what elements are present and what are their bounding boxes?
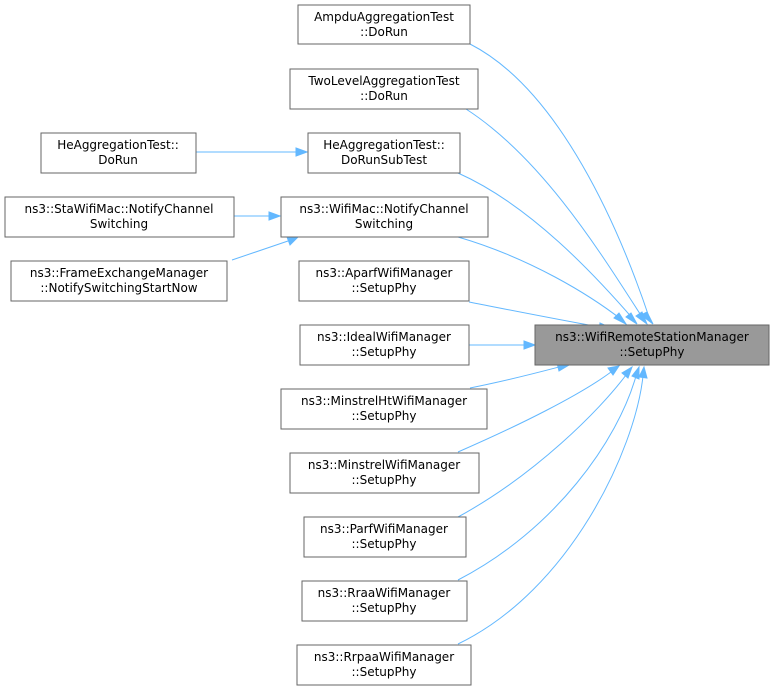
node-target-line2: ::SetupPhy: [620, 345, 685, 359]
node-he-dorun[interactable]: HeAggregationTest:: DoRun: [40, 132, 197, 174]
node-rraa-line2: ::SetupPhy: [352, 601, 417, 615]
node-parf-line1: ns3::ParfWifiManager: [320, 522, 448, 536]
node-frameexchangemanager-notifyswitchingstartnow[interactable]: ns3::FrameExchangeManager ::NotifySwitch…: [10, 260, 228, 302]
node-he-dorun-line1: HeAggregationTest::: [57, 138, 179, 152]
node-ideal-line2: ::SetupPhy: [352, 345, 417, 359]
node-rraa-setupphy[interactable]: ns3::RraaWifiManager ::SetupPhy: [301, 580, 468, 622]
edge-parf-to-target: [457, 365, 633, 518]
node-minstrelht-line2: ::SetupPhy: [352, 409, 417, 423]
edge-hesubtest-to-target: [457, 172, 638, 325]
node-minstrel-line1: ns3::MinstrelWifiManager: [308, 458, 460, 472]
node-wifimac-notifychannelswitching[interactable]: ns3::WifiMac::NotifyChannel Switching: [280, 196, 489, 238]
node-wifimac-line2: Switching: [355, 217, 413, 231]
edge-frameexchange-to-wifimac: [231, 236, 300, 261]
node-he-subtest-line1: HeAggregationTest::: [323, 138, 445, 152]
node-parf-line2: ::SetupPhy: [352, 537, 417, 551]
edge-ampdu-to-target: [469, 43, 654, 325]
node-he-dorunsubtest[interactable]: HeAggregationTest:: DoRunSubTest: [307, 132, 461, 174]
edge-minstrel-to-target: [457, 365, 621, 453]
node-rrpaa-line2: ::SetupPhy: [352, 665, 417, 679]
edge-ideal-to-target: [469, 340, 537, 350]
node-frameexchange-line1: ns3::FrameExchangeManager: [30, 266, 208, 280]
edge-twolevel-to-target: [465, 108, 649, 326]
edge-rraa-to-target: [457, 365, 640, 581]
node-stawifimac-line2: Switching: [90, 217, 148, 231]
node-he-dorun-line2: DoRun: [98, 153, 138, 167]
node-twolevel-dorun[interactable]: TwoLevelAggregationTest ::DoRun: [289, 68, 479, 110]
node-aparf-setupphy[interactable]: ns3::AparfWifiManager ::SetupPhy: [298, 260, 470, 302]
node-ampdu-dorun[interactable]: AmpduAggregationTest ::DoRun: [297, 4, 471, 45]
node-he-subtest-line2: DoRunSubTest: [341, 153, 427, 167]
node-frameexchange-line2: ::NotifySwitchingStartNow: [40, 281, 197, 295]
node-parf-setupphy[interactable]: ns3::ParfWifiManager ::SetupPhy: [303, 516, 467, 558]
node-ampdu-line1: AmpduAggregationTest: [314, 10, 454, 24]
edge-wifimac-to-target: [457, 236, 628, 326]
node-stawifimac-notifychannelswitching[interactable]: ns3::StaWifiMac::NotifyChannel Switching: [4, 196, 235, 238]
node-rraa-line1: ns3::RraaWifiManager: [318, 586, 451, 600]
node-minstrelht-line1: ns3::MinstrelHtWifiManager: [301, 394, 467, 408]
node-target-line1: ns3::WifiRemoteStationManager: [555, 330, 749, 344]
node-ideal-line1: ns3::IdealWifiManager: [317, 330, 451, 344]
node-rrpaa-line1: ns3::RrpaaWifiManager: [314, 650, 454, 664]
node-minstrel-setupphy[interactable]: ns3::MinstrelWifiManager ::SetupPhy: [289, 452, 480, 494]
edge-stawifimac-to-wifimac: [234, 211, 282, 221]
node-ideal-setupphy[interactable]: ns3::IdealWifiManager ::SetupPhy: [299, 324, 470, 366]
node-rrpaa-setupphy[interactable]: ns3::RrpaaWifiManager ::SetupPhy: [296, 644, 472, 686]
nodes: ns3::WifiRemoteStationManager ::SetupPhy…: [4, 4, 770, 686]
node-twolevel-line2: ::DoRun: [360, 89, 408, 103]
node-aparf-line1: ns3::AparfWifiManager: [315, 266, 452, 280]
edge-rrpaa-to-target: [457, 365, 648, 645]
node-minstrelht-setupphy[interactable]: ns3::MinstrelHtWifiManager ::SetupPhy: [280, 388, 488, 430]
node-ampdu-line2: ::DoRun: [360, 25, 408, 39]
node-twolevel-line1: TwoLevelAggregationTest: [307, 74, 460, 88]
node-aparf-line2: ::SetupPhy: [352, 281, 417, 295]
edge-hedorun-to-hesubtest: [196, 147, 309, 157]
node-target-wifiremotestationmanager-setupphy[interactable]: ns3::WifiRemoteStationManager ::SetupPhy: [534, 324, 770, 366]
node-stawifimac-line1: ns3::StaWifiMac::NotifyChannel: [25, 202, 214, 216]
edge-minstrelht-to-target: [469, 362, 571, 389]
node-minstrel-line2: ::SetupPhy: [352, 473, 417, 487]
node-wifimac-line1: ns3::WifiMac::NotifyChannel: [299, 202, 468, 216]
